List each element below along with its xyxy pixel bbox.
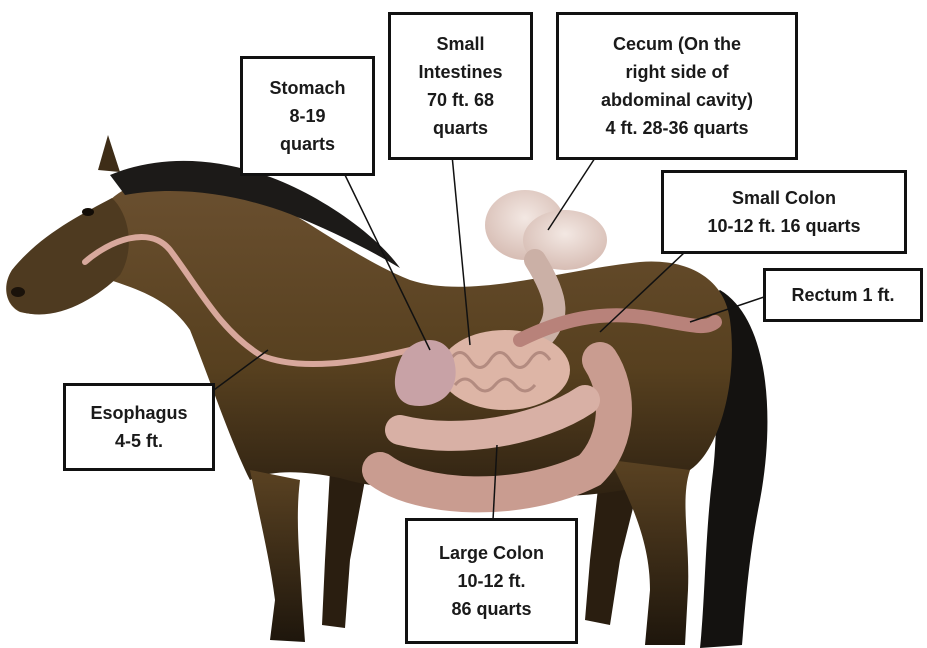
small-colon-label: Small Colon 10-12 ft. 16 quarts: [661, 170, 907, 254]
cecum-label: Cecum (On the right side of abdominal ca…: [556, 12, 798, 160]
rectum-label: Rectum 1 ft.: [763, 268, 923, 322]
small-intestines-label-line-3: 70 ft. 68: [427, 86, 494, 114]
cecum-label-line-1: Cecum (On the: [613, 30, 741, 58]
stomach-label-line-1: Stomach: [269, 74, 345, 102]
stomach-label: Stomach 8-19 quarts: [240, 56, 375, 176]
rectum-label-line-1: Rectum 1 ft.: [791, 281, 894, 309]
cecum-label-line-3: abdominal cavity): [601, 86, 753, 114]
small-colon-label-line-1: Small Colon: [732, 184, 836, 212]
nostril: [11, 287, 25, 297]
stomach-label-line-3: quarts: [280, 130, 335, 158]
cecum-label-line-2: right side of: [626, 58, 729, 86]
eye: [82, 208, 94, 216]
front-leg: [250, 470, 305, 642]
esophagus-label-line-2: 4-5 ft.: [115, 427, 163, 455]
small-intestines-label-line-2: Intestines: [418, 58, 502, 86]
large-colon-label-line-3: 86 quarts: [451, 595, 531, 623]
cecum-label-line-4: 4 ft. 28-36 quarts: [605, 114, 748, 142]
large-colon-label-line-1: Large Colon: [439, 539, 544, 567]
esophagus-label: Esophagus 4-5 ft.: [63, 383, 215, 471]
esophagus-label-line-1: Esophagus: [90, 399, 187, 427]
small-intestines-organ: [440, 330, 570, 410]
far-front-leg: [322, 470, 365, 628]
small-colon-label-line-2: 10-12 ft. 16 quarts: [707, 212, 860, 240]
ear: [98, 135, 120, 172]
stomach-label-line-2: 8-19: [289, 102, 325, 130]
horse-head: [7, 198, 129, 314]
small-intestines-label-line-4: quarts: [433, 114, 488, 142]
small-intestines-label-line-1: Small: [436, 30, 484, 58]
small-intestines-label: Small Intestines 70 ft. 68 quarts: [388, 12, 533, 160]
large-colon-label: Large Colon 10-12 ft. 86 quarts: [405, 518, 578, 644]
large-colon-label-line-2: 10-12 ft.: [457, 567, 525, 595]
